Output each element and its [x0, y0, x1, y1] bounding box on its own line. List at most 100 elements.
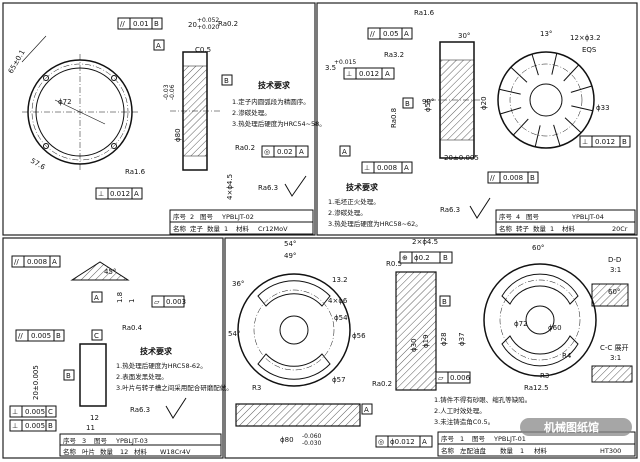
dim-57: 57.6: [29, 157, 47, 172]
tolerance-frame-parallel-rotor: // 0.05 A: [367, 27, 413, 40]
stator-pitch-circle: [31, 63, 129, 161]
rotor-title-block: 序号 4 图号 YPBLJT-04 名称 转子 数量 1 材料 20Cr: [495, 209, 636, 235]
svg-text:序号: 序号: [63, 436, 77, 445]
svg-text:序号: 序号: [441, 434, 455, 443]
dim-80-port-lo: -0.030: [302, 440, 322, 447]
svg-text:C: C: [48, 408, 53, 416]
vane-body: [79, 343, 107, 407]
svg-text:ϕ0.2: ϕ0.2: [414, 254, 430, 262]
kidney-port-top: [257, 280, 331, 307]
tolerance-frame-perp-rotor: ⊥ 0.012 A: [343, 67, 395, 80]
svg-text:0.012: 0.012: [359, 70, 379, 78]
svg-text:0.006: 0.006: [450, 374, 471, 382]
ra-63: Ra6.3: [258, 184, 278, 192]
svg-text:3: 3: [82, 437, 86, 445]
svg-text://: //: [18, 332, 23, 340]
svg-text:⊥: ⊥: [98, 190, 104, 198]
stator-req-title: 技术要求: [258, 80, 291, 90]
vane-req-3: 3.叶片与转子槽之间采用配合研磨配做。: [116, 383, 233, 392]
svg-text:数量: 数量: [500, 446, 514, 455]
dim-35-tol: +0.015: [334, 59, 356, 66]
svg-text:4: 4: [516, 213, 520, 221]
dim-20tol: 20±0.005: [444, 154, 479, 162]
rotor-slot: [499, 107, 522, 115]
svg-text:12: 12: [120, 448, 128, 456]
ra-63-rotor: Ra6.3: [440, 206, 460, 214]
scale-dd: 3:1: [610, 266, 621, 274]
tolerance-frame-perp-b: ⊥ 0.005 B: [9, 419, 57, 432]
tolerance-frame-perp-c: ⊥ 0.005 C: [9, 405, 57, 418]
ra-04: Ra0.4: [122, 324, 143, 332]
svg-text:名称: 名称: [63, 447, 77, 456]
stator-req-3: 3.热处理后硬度为HRC54~58。: [232, 119, 326, 128]
dim-56: ϕ56: [424, 98, 432, 112]
kidney-port-bottom: [257, 353, 331, 380]
svg-text:0.008: 0.008: [27, 258, 47, 266]
svg-text:0.003: 0.003: [166, 298, 186, 306]
stator-req-2: 2.渗碳处理。: [232, 108, 271, 117]
svg-text:名称: 名称: [173, 224, 187, 233]
svg-text:⊥: ⊥: [12, 408, 18, 416]
svg-text:转子: 转子: [516, 224, 530, 233]
holes-2x45: 2×ϕ4.5: [412, 238, 438, 246]
svg-text:数量: 数量: [533, 224, 547, 233]
port-req-3: 3.未注铸造角C0.5。: [434, 417, 494, 426]
port-plate-outer: [237, 273, 351, 387]
svg-text:B: B: [443, 254, 448, 262]
dim-37: ϕ37: [458, 332, 466, 346]
port-plate-back: [483, 263, 597, 377]
datum-b-port: B: [442, 298, 447, 306]
dim-1: 1: [128, 299, 136, 303]
dim-90deg: 90°: [422, 98, 434, 106]
datum-a: A: [156, 42, 161, 50]
svg-text://: //: [490, 174, 495, 182]
dim-30-port: ϕ30: [410, 338, 418, 352]
svg-text://: //: [370, 30, 375, 38]
svg-text:▱: ▱: [438, 374, 444, 382]
svg-text:A: A: [404, 30, 409, 38]
dim-12x32: 12×ϕ3.2: [570, 34, 601, 42]
chamfer-c05: C0.5: [195, 46, 211, 54]
svg-text:⊥: ⊥: [346, 70, 352, 78]
svg-text:序号: 序号: [499, 212, 513, 221]
vane-title-block: 序号 3 图号 YPBLJT-03 名称 叶片 数量 12 材料 W18Cr4V: [59, 433, 222, 457]
dim-60deg: 60°: [532, 244, 544, 252]
svg-text:⊥: ⊥: [12, 422, 18, 430]
dim-80: ϕ80: [174, 128, 182, 142]
dim-57-port: ϕ57: [332, 376, 346, 384]
svg-text:叶片: 叶片: [82, 447, 95, 456]
datum-c: C: [94, 332, 99, 340]
dim-56-port: ϕ56: [352, 332, 366, 340]
svg-text:0.02: 0.02: [277, 148, 293, 156]
svg-text:B: B: [530, 174, 535, 182]
svg-text://: //: [14, 258, 19, 266]
holes-4x6: 4×ϕ6: [328, 297, 348, 305]
rotor-slot: [510, 66, 528, 83]
scale-cc: 3:1: [610, 354, 621, 362]
vane-tip-detail: [70, 261, 130, 281]
rotor-slot: [553, 124, 561, 147]
ra-02-top: Ra0.2: [218, 20, 238, 28]
svg-text:材料: 材料: [134, 447, 148, 456]
dim-80-tol-hi: -0.03: [163, 84, 170, 100]
dim-72-port: ϕ72: [514, 320, 528, 328]
dim-80-port: ϕ80: [280, 436, 294, 444]
rotor-req-title: 技术要求: [346, 182, 379, 192]
svg-text://: //: [120, 20, 125, 28]
panel-port-plate-frame: [224, 237, 638, 459]
datum-a-rotor: A: [342, 148, 347, 156]
tolerance-frame-position: ⊕ ϕ0.2 B: [399, 251, 453, 264]
dim-35: 3.5: [325, 64, 336, 72]
svg-text:图号: 图号: [472, 435, 486, 443]
vane-req-title: 技术要求: [140, 346, 173, 356]
dim-12-vane: 12: [90, 414, 99, 422]
svg-text:名称: 名称: [499, 224, 513, 233]
svg-text:1: 1: [224, 225, 228, 233]
panel-rotor-frame: [316, 2, 638, 236]
section-dd-view: [591, 283, 629, 307]
svg-text:B: B: [154, 20, 159, 28]
port-plate-section: [235, 403, 361, 427]
svg-text:HT300: HT300: [600, 447, 621, 455]
svg-text:A: A: [52, 258, 57, 266]
panel-port-plate: 54° 49° 36° 54° 4×ϕ6 13.2 ϕ54 ϕ56 ϕ57 R3…: [228, 238, 636, 457]
